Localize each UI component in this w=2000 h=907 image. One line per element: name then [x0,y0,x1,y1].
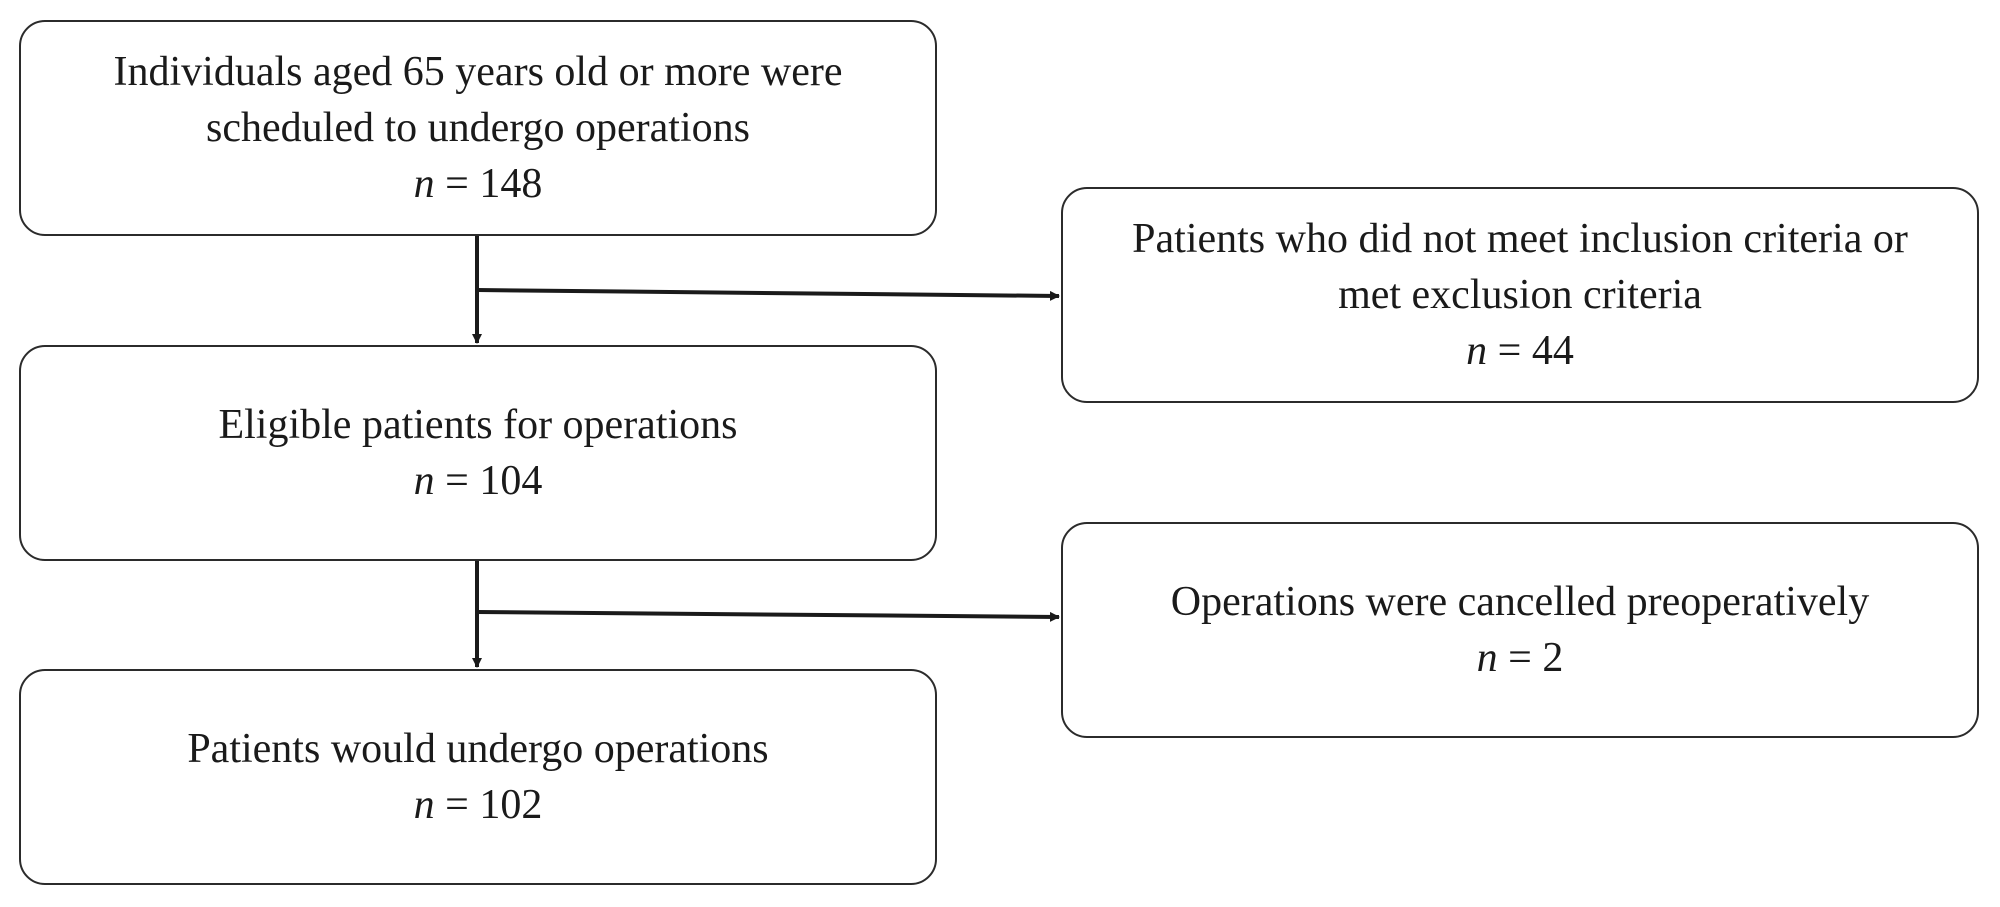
box-excluded-line-1: Patients who did not meet inclusion crit… [1132,216,1908,262]
box-screened-individuals: Individuals aged 65 years old or more we… [19,20,937,236]
box-excluded-count: n = 44 [1466,323,1574,379]
box-screened-n-symbol: n [413,161,435,207]
box-cancelled-count: n = 2 [1477,630,1564,686]
box-final-patients: Patients would undergo operations n = 10… [19,669,937,885]
box-eligible-n-value: = 104 [434,458,543,504]
box-final-line-1: Patients would undergo operations [187,726,769,772]
arrow-to-cancelled [476,610,1060,622]
box-screened-count: n = 148 [414,156,543,212]
box-cancelled-operations: Operations were cancelled preoperatively… [1061,522,1979,738]
box-eligible-line-1: Eligible patients for operations [218,402,738,448]
box-cancelled-n-symbol: n [1476,635,1498,681]
box-cancelled-line-1: Operations were cancelled preoperatively [1170,579,1870,625]
box-final-n-value: = 102 [434,782,543,828]
box-excluded-n-value: = 44 [1487,328,1574,374]
arrow-to-excluded [476,288,1060,301]
box-eligible-n-symbol: n [413,458,435,504]
box-excluded-n-symbol: n [1466,328,1488,374]
box-eligible-count: n = 104 [414,453,543,509]
box-cancelled-n-value: = 2 [1497,635,1564,681]
box-screened-line-2: scheduled to undergo operations [206,105,750,151]
box-excluded-line-2: met exclusion criteria [1338,272,1702,318]
box-eligible-patients: Eligible patients for operations n = 104 [19,345,937,561]
box-screened-line-1: Individuals aged 65 years old or more we… [113,49,843,95]
box-final-count: n = 102 [414,777,543,833]
box-excluded-patients: Patients who did not meet inclusion crit… [1061,187,1979,403]
box-final-n-symbol: n [413,782,435,828]
box-screened-n-value: = 148 [434,161,543,207]
